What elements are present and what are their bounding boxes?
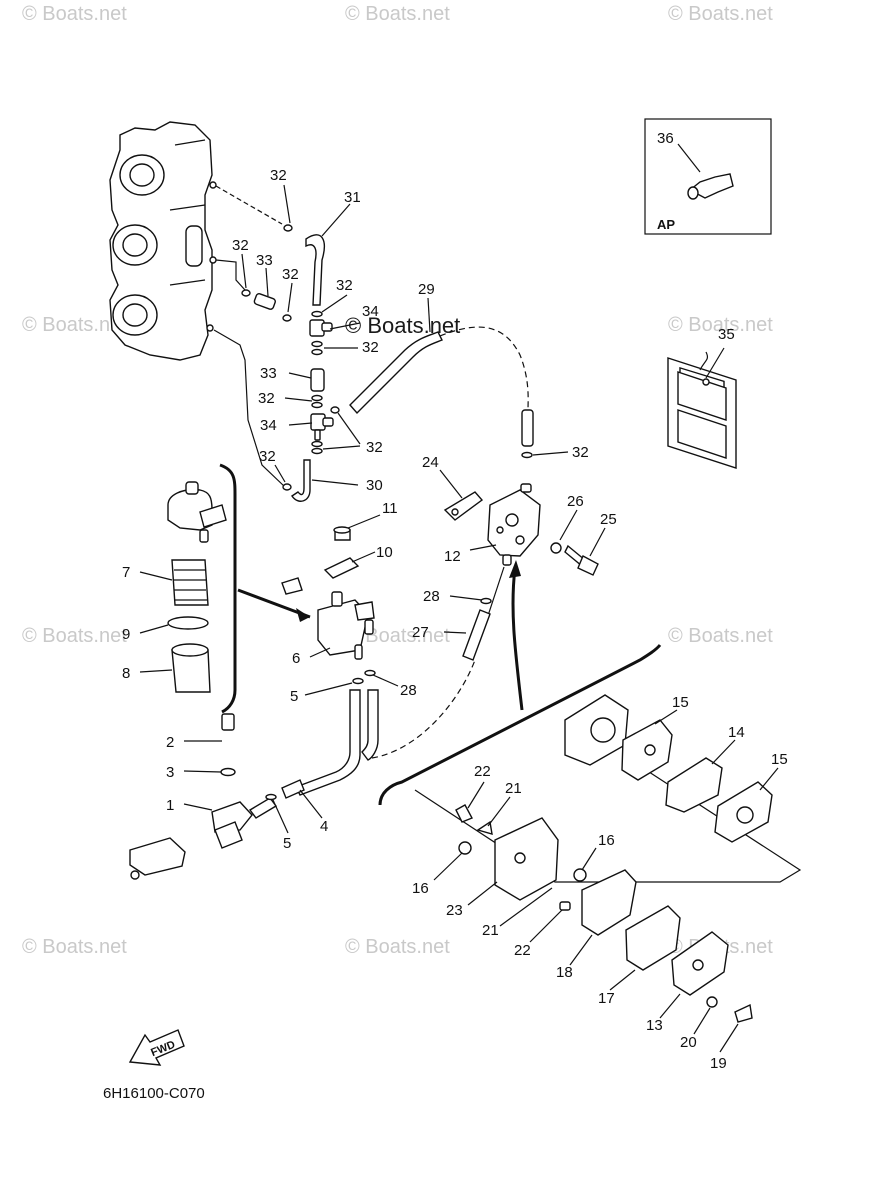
watermark-row3-right: © Boats.net — [668, 625, 773, 647]
callout-33: 33 — [256, 252, 273, 269]
callout-23: 23 — [446, 902, 463, 919]
callout-34: 34 — [260, 417, 277, 434]
callout-20: 20 — [680, 1034, 697, 1051]
callout-32: 32 — [259, 448, 276, 465]
callout-28: 28 — [423, 588, 440, 605]
callout-32: 32 — [366, 439, 383, 456]
watermark-top-center: © Boats.net — [345, 3, 450, 25]
callout-2: 2 — [166, 734, 174, 751]
callout-18: 18 — [556, 964, 573, 981]
fuel-filter-detail — [167, 463, 311, 714]
callout-17: 17 — [598, 990, 615, 1007]
callout-33: 33 — [260, 365, 277, 382]
callout-27: 27 — [412, 624, 429, 641]
callout-15: 15 — [672, 694, 689, 711]
callout-leaders — [139, 184, 779, 1053]
callout-22: 22 — [514, 942, 531, 959]
watermark-row2-right: © Boats.net — [668, 314, 773, 336]
watermark-top-left: © Boats.net — [22, 3, 127, 25]
fuel-pump-12 — [443, 483, 599, 661]
callout-32: 32 — [232, 237, 249, 254]
callout-25: 25 — [600, 511, 617, 528]
callout-15: 15 — [771, 751, 788, 768]
callout-5: 5 — [283, 835, 291, 852]
callout-34: 34 — [362, 303, 379, 320]
callout-22: 22 — [474, 763, 491, 780]
callout-28: 28 — [400, 682, 417, 699]
callout-31: 31 — [344, 189, 361, 206]
callout-36: 36 — [657, 130, 674, 147]
callout-32: 32 — [258, 390, 275, 407]
connecting-arrows — [378, 560, 662, 806]
callout-21: 21 — [482, 922, 499, 939]
callout-numbers: 32 31 32 33 32 32 34 32 33 32 34 32 32 3… — [122, 130, 788, 1072]
callout-29: 29 — [418, 281, 435, 298]
callout-32: 32 — [572, 444, 589, 461]
callout-4: 4 — [320, 818, 328, 835]
callout-11: 11 — [382, 500, 398, 517]
callout-7: 7 — [122, 564, 130, 581]
watermark-row2-center: © Boats.net — [345, 313, 460, 338]
watermark-row3-left: © Boats.net — [22, 625, 127, 647]
callout-10: 10 — [376, 544, 393, 561]
watermark-row4-left: © Boats.net — [22, 936, 127, 958]
callout-6: 6 — [292, 650, 300, 667]
fwd-arrow: FWD — [128, 1029, 185, 1066]
callout-32: 32 — [362, 339, 379, 356]
callout-30: 30 — [366, 477, 383, 494]
diagram-code: 6H16100-C070 — [103, 1085, 205, 1102]
callout-1: 1 — [166, 797, 174, 814]
fuel-hose-assembly — [241, 224, 534, 502]
ap-label: AP — [657, 217, 675, 232]
fuel-filter-6 — [281, 526, 476, 796]
callout-21: 21 — [505, 780, 522, 797]
callout-8: 8 — [122, 665, 130, 682]
label-tag-35 — [667, 347, 737, 469]
callout-13: 13 — [646, 1017, 663, 1034]
ap-box: AP — [644, 118, 772, 235]
fuel-connector-1 — [129, 713, 305, 880]
callout-5: 5 — [290, 688, 298, 705]
watermark-top-right: © Boats.net — [668, 3, 773, 25]
pump-kit-drawing — [414, 694, 802, 1023]
callout-14: 14 — [728, 724, 745, 741]
callout-32: 32 — [270, 167, 287, 184]
callout-32: 32 — [282, 266, 299, 283]
callout-3: 3 — [166, 764, 174, 781]
callout-16: 16 — [412, 880, 429, 897]
callout-9: 9 — [122, 626, 130, 643]
callout-12: 12 — [444, 548, 461, 565]
callout-24: 24 — [422, 454, 439, 471]
callout-16: 16 — [598, 832, 615, 849]
callout-32: 32 — [336, 277, 353, 294]
callout-26: 26 — [567, 493, 584, 510]
engine-block-drawing — [109, 121, 217, 361]
block-dashed-leaders — [213, 185, 286, 488]
watermark-row2-left: © Boats.net — [22, 314, 127, 336]
callout-19: 19 — [710, 1055, 727, 1072]
callout-35: 35 — [718, 326, 735, 343]
watermark-row4-center: © Boats.net — [345, 936, 450, 958]
